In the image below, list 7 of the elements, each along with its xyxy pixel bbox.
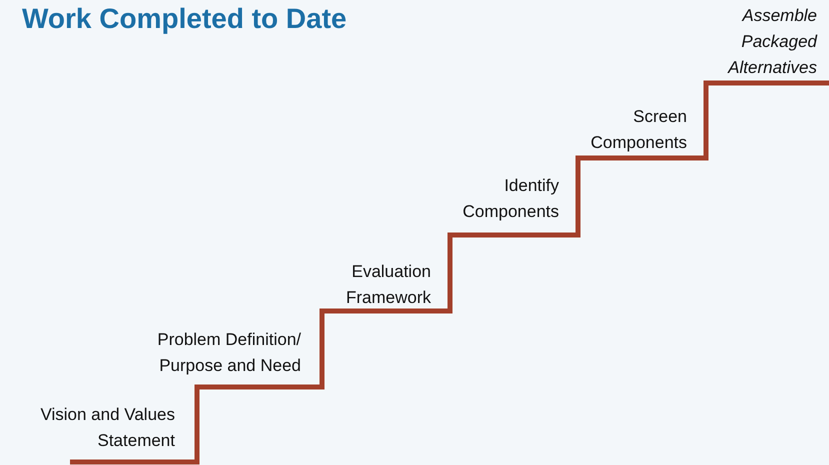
step-label: Vision and Values Statement (39, 404, 175, 452)
step-label: Problem Definition/ Purpose and Need (156, 329, 301, 377)
step-label: Screen Components (590, 106, 687, 154)
step-label: Identify Components (462, 175, 559, 223)
step-label: Evaluation Framework (344, 261, 431, 309)
step-label: Assemble Packaged Alternatives (726, 5, 817, 79)
title: Work Completed to Date (22, 2, 347, 36)
